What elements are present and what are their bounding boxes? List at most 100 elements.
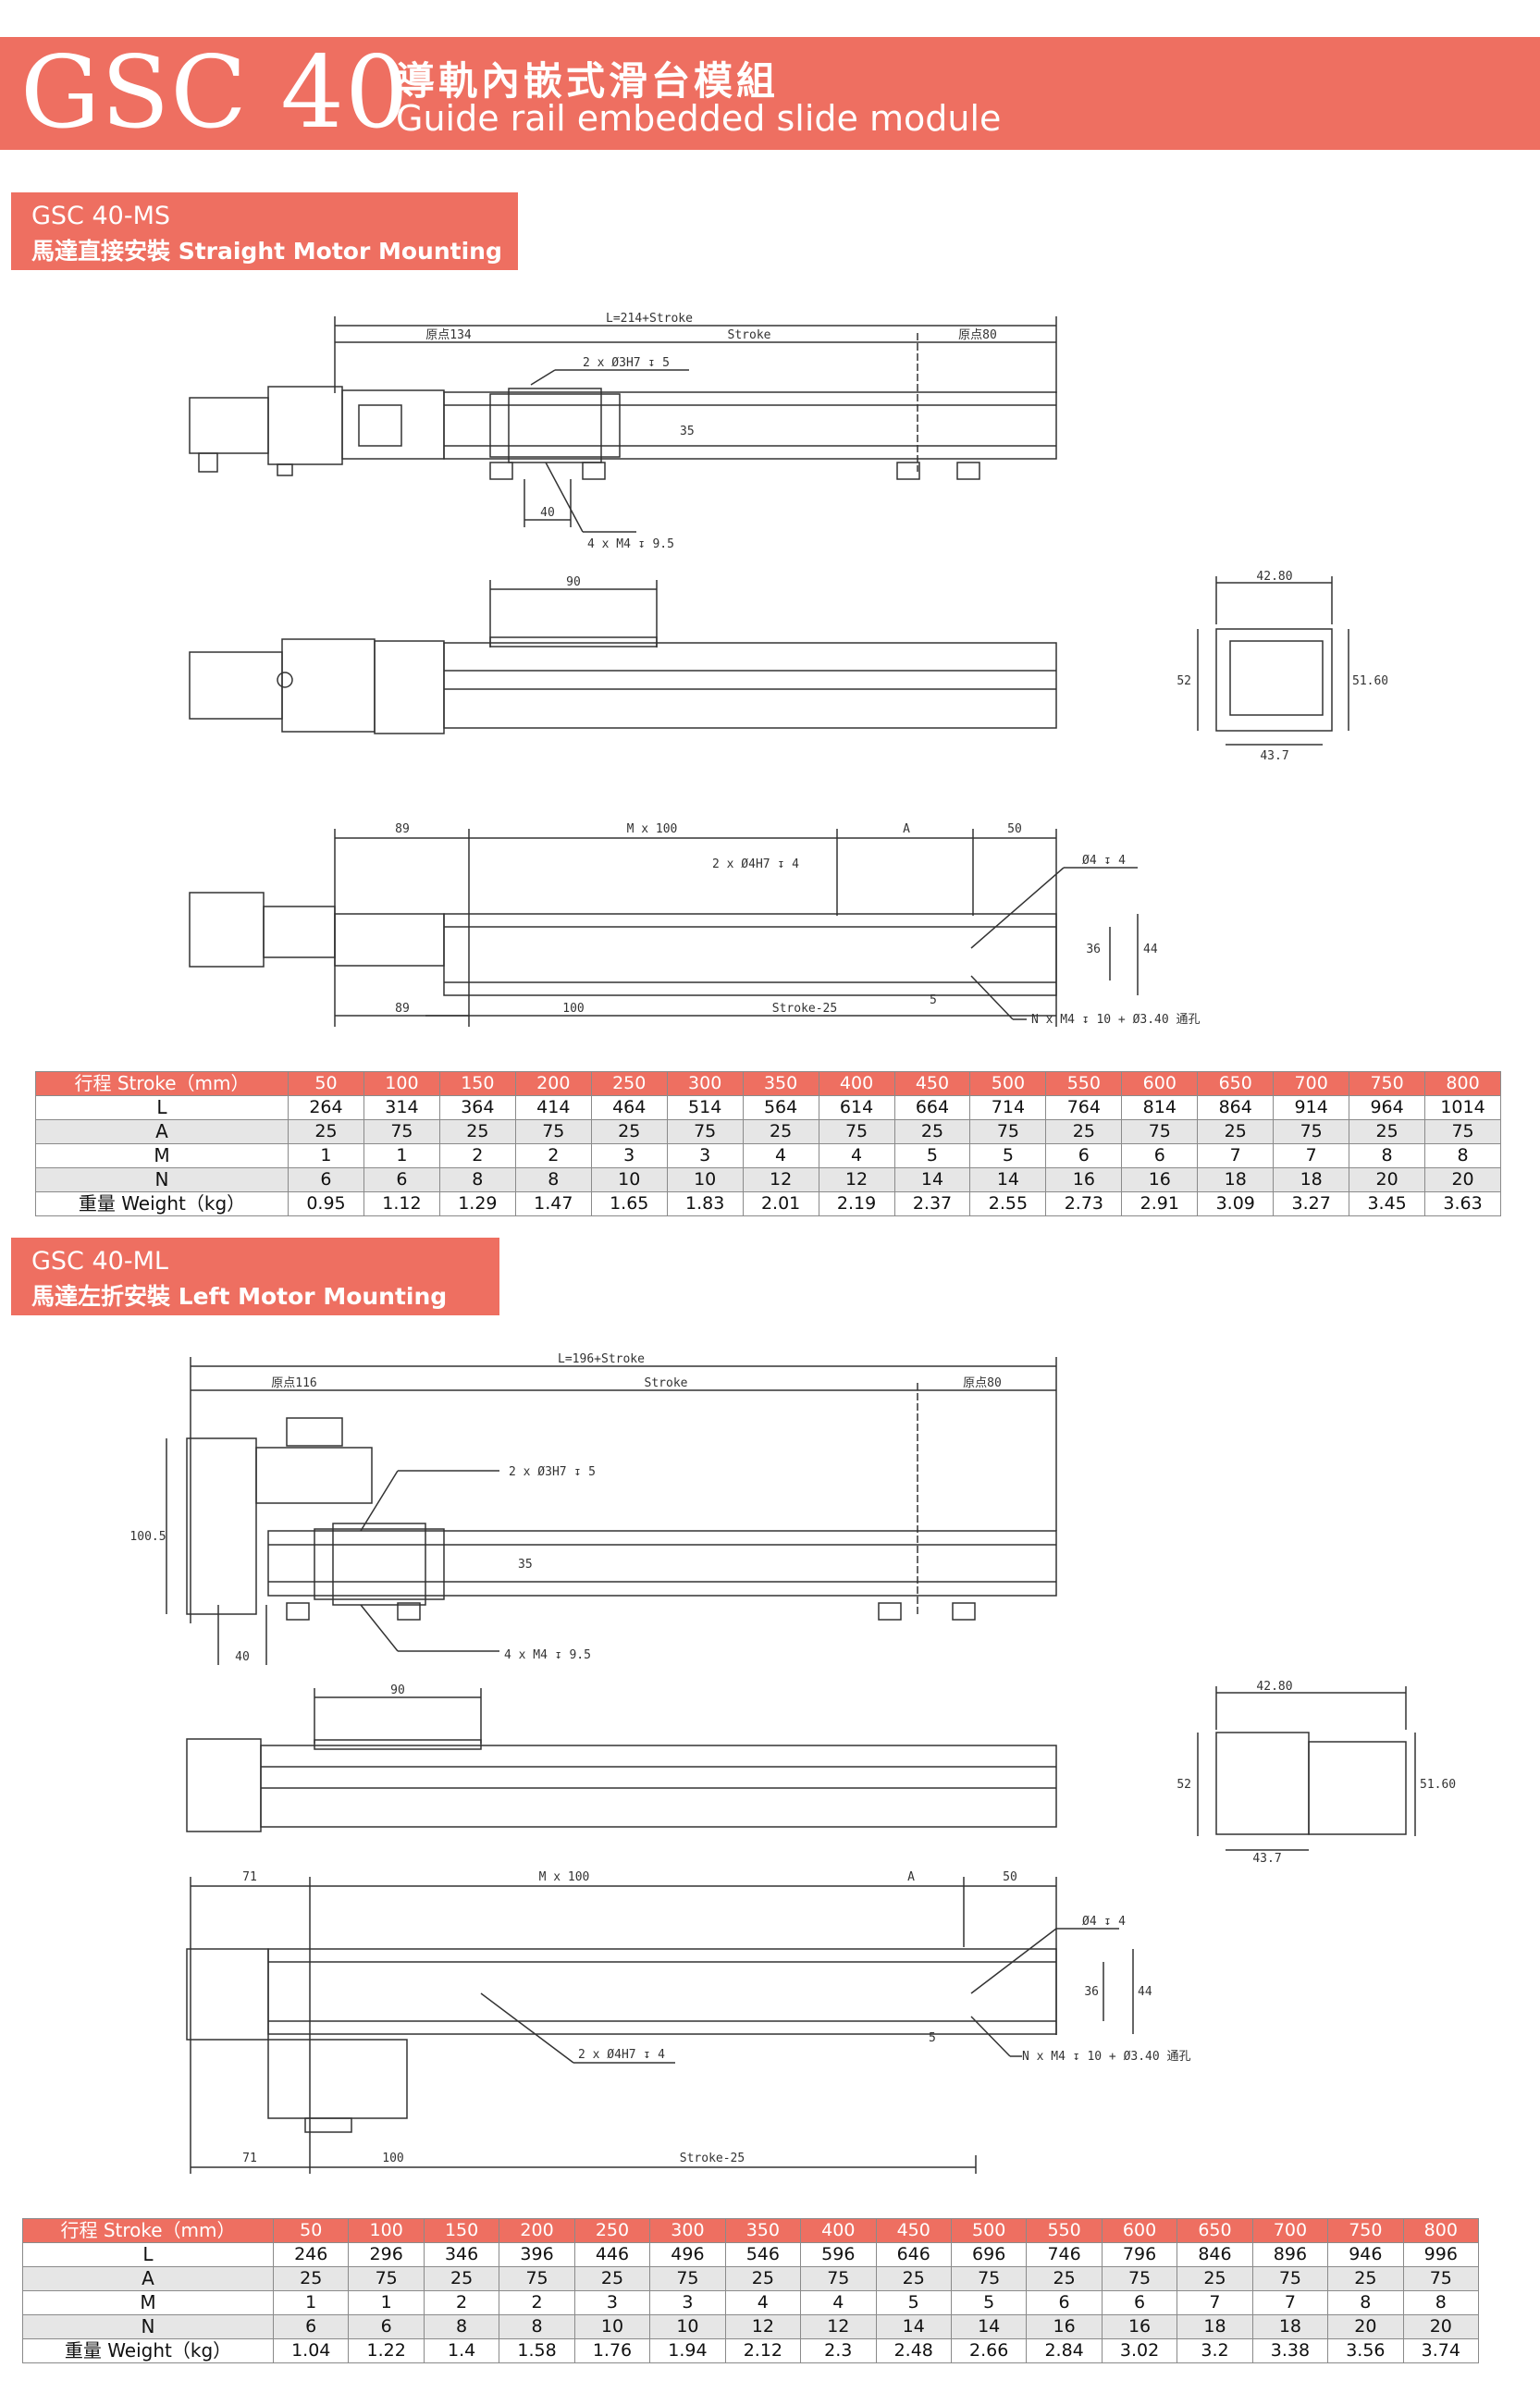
ms-dim-52: 52 [1177,674,1191,688]
ms-dim-origin-right: 原点80 [958,328,997,342]
table-cell: 75 [800,2266,877,2291]
table-cell: 496 [649,2242,726,2267]
table-cell: 700 [1251,2218,1329,2243]
table-cell: 400 [818,1071,895,1096]
table-cell: 3.02 [1101,2338,1178,2363]
table-cell: 重量 Weight（kg） [35,1191,289,1216]
ms-dim-90: 90 [566,575,581,589]
table-cell: 2.48 [875,2338,952,2363]
table-cell: 3.56 [1327,2338,1404,2363]
ml-dim-44: 44 [1138,1985,1152,1999]
table-cell: 75 [969,1119,1047,1144]
ms-dim-pin-holes: 2 x Ø3H7 ↧ 5 [583,356,670,370]
table-cell: 600 [1121,1071,1199,1096]
table-cell: 2.01 [742,1191,819,1216]
table-cell: 350 [742,1071,819,1096]
ms-dim-44: 44 [1143,943,1158,956]
table-cell: 14 [875,2314,952,2339]
table-cell: 3 [590,1143,668,1168]
table-cell: 25 [590,1119,668,1144]
table-cell: 7 [1251,2290,1329,2315]
table-cell: 25 [423,2266,500,2291]
table-cell: 8 [514,1167,592,1192]
ms-dim-89-bottom: 89 [395,1002,410,1016]
table-cell: 450 [875,2218,952,2243]
table-cell: 16 [1121,1167,1199,1192]
table-cell: 300 [649,2218,726,2243]
table-cell: 75 [666,1119,744,1144]
table-cell: 14 [969,1167,1047,1192]
section-code-ml: GSC 40-ML [31,1247,168,1276]
table-cell: 25 [875,2266,952,2291]
table-cell: 2.37 [893,1191,971,1216]
ms-dim-pin4: 2 x Ø4H7 ↧ 4 [712,857,799,871]
ms-top-view-drawing: L=214+Stroke 原点134 Stroke 原点80 2 x Ø3H7 … [189,312,1057,551]
table-cell: 100 [348,2218,425,2243]
table-cell: 2.12 [724,2338,802,2363]
table-cell: 3.27 [1273,1191,1350,1216]
table-cell: 1014 [1424,1095,1501,1120]
table-cell: 264 [288,1095,364,1120]
table-cell: 25 [1045,1119,1123,1144]
table-cell: 75 [363,1119,440,1144]
table-cell: 20 [1327,2314,1404,2339]
table-cell: 446 [573,2242,651,2267]
table-cell: 2.84 [1026,2338,1103,2363]
table-cell: 3.74 [1402,2338,1480,2363]
table-cell: 75 [950,2266,1028,2291]
title-chinese: 導軌內嵌式滑台模組 [396,58,780,104]
ms-side-view-drawing: 90 42.80 52 51.60 43.7 [189,570,1387,763]
table-cell: 6 [1121,1143,1199,1168]
table-cell: 100 [363,1071,440,1096]
table-cell: 2.55 [969,1191,1047,1216]
table-cell: 3 [573,2290,651,2315]
table-cell: 2.3 [800,2338,877,2363]
table-cell: 75 [818,1119,895,1144]
ms-dim-51-60: 51.60 [1352,674,1387,688]
table-cell: 350 [724,2218,802,2243]
ms-dim-89-top: 89 [395,822,410,836]
table-cell: N [22,2314,274,2339]
table-cell: 12 [742,1167,819,1192]
table-cell: 4 [724,2290,802,2315]
table-cell: 1.76 [573,2338,651,2363]
section-subtitle-ms: 馬達直接安裝 Straight Motor Mounting [31,238,502,265]
table-cell: 75 [1121,1119,1199,1144]
table-cell: 1.29 [438,1191,516,1216]
ml-bottom-view-drawing: 71 M x 100 A 50 Ø4 ↧ 4 36 44 5 N x M4 ↧ … [186,1870,1191,2174]
table-cell: 846 [1177,2242,1253,2267]
table-cell: 5 [950,2290,1028,2315]
table-cell: 500 [969,1071,1047,1096]
table-cell: 18 [1177,2314,1253,2339]
table-cell: 25 [1177,2266,1253,2291]
ml-dim-stroke: Stroke [645,1376,688,1390]
ml-dim-50: 50 [1003,1870,1017,1884]
table-cell: 50 [272,2218,350,2243]
table-cell: 重量 Weight（kg） [22,2338,274,2363]
table-cell: 8 [438,1167,516,1192]
ml-dim-pin-holes: 2 x Ø3H7 ↧ 5 [509,1465,596,1479]
section-banner-ml: GSC 40-ML 馬達左折安裝 Left Motor Mounting [11,1238,499,1315]
table-cell: 450 [893,1071,971,1096]
table-cell: 746 [1026,2242,1103,2267]
table-cell: 10 [590,1167,668,1192]
table-cell: 8 [1349,1143,1426,1168]
table-cell: 5 [893,1143,971,1168]
ms-dim-A: A [903,822,910,836]
table-cell: 2 [499,2290,575,2315]
table-cell: 4 [818,1143,895,1168]
ml-dim-pin4: 2 x Ø4H7 ↧ 4 [578,2048,665,2062]
table-cell: 996 [1402,2242,1480,2267]
table-cell: 25 [288,1119,364,1144]
table-cell: 546 [724,2242,802,2267]
table-cell: 行程 Stroke（mm） [35,1071,289,1096]
table-cell: 75 [1251,2266,1329,2291]
table-cell: 8 [499,2314,575,2339]
